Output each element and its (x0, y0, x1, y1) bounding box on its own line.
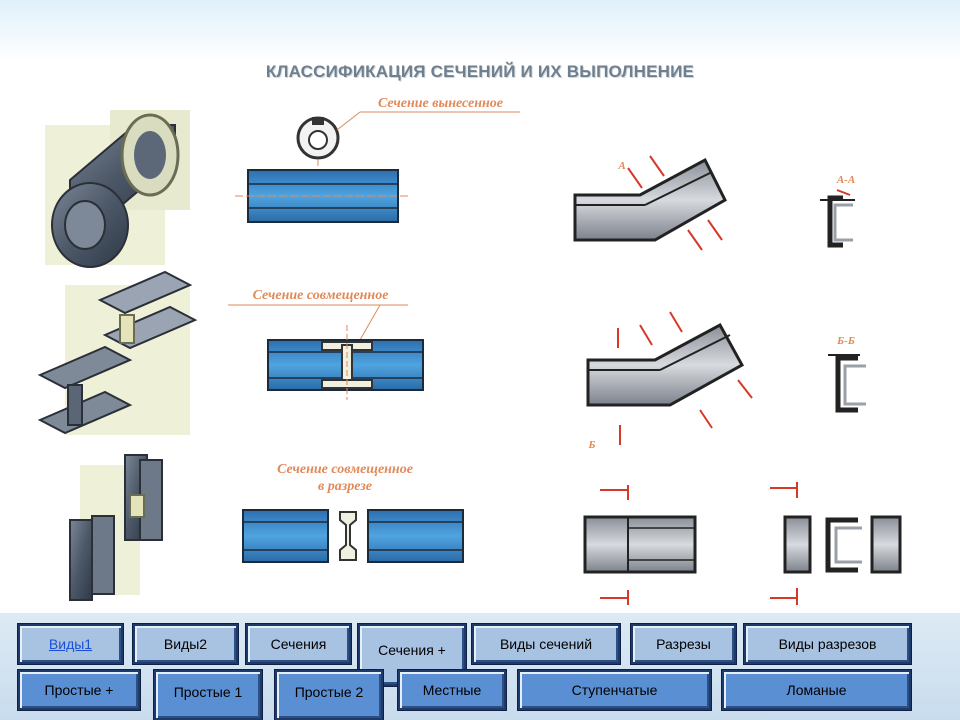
label-b: Б (588, 439, 596, 451)
bent-channel-a-figure (573, 155, 855, 251)
nav-mestnye-button[interactable]: Местные (398, 670, 506, 710)
nav-prostye-plus-button[interactable]: Простые + (18, 670, 140, 710)
top-gradient-band (0, 0, 960, 60)
label-section-bb: Б-Б (837, 335, 855, 347)
caption-combined-in-section-2: в разрезе (318, 479, 372, 494)
nav-prostye-1-button[interactable]: Простые 1 (154, 670, 262, 720)
ibeam-pieces-figure (69, 454, 163, 601)
nav-vidy1-button[interactable]: Виды1 (18, 624, 123, 664)
ibeam-3d-figure (37, 270, 198, 435)
nav-prostye-2-button[interactable]: Простые 2 (275, 670, 383, 720)
label-section-aa: А-А (836, 174, 856, 186)
nav-razrezy-button[interactable]: Разрезы (631, 624, 736, 664)
nav-vidy-razrezov-button[interactable]: Виды разрезов (744, 624, 911, 664)
shaft-3d-figure (45, 110, 190, 268)
section-figures (37, 110, 902, 605)
caption-combined-in-section-1: Сечение совмещенное (277, 462, 413, 477)
caption-combined-section: Сечение совмещенное (252, 288, 389, 303)
combined-section-figure (228, 304, 424, 400)
label-a: А (618, 160, 626, 172)
nav-secheniya-button[interactable]: Сечения (246, 624, 351, 664)
nav-stupenchatye-button[interactable]: Ступенчатые (518, 670, 711, 710)
stepped-cut-figure (583, 482, 902, 605)
nav-vidy-secheniy-button[interactable]: Виды сечений (472, 624, 620, 664)
combined-in-section-figure (242, 509, 464, 563)
removed-section-figure (235, 111, 520, 223)
caption-removed-section: Сечение вынесенное (377, 96, 504, 111)
bent-channel-b-figure (586, 311, 866, 445)
nav-vidy2-button[interactable]: Виды2 (133, 624, 238, 664)
page-title: КЛАССИФИКАЦИЯ СЕЧЕНИЙ И ИХ ВЫПОЛНЕНИЕ (265, 62, 695, 81)
nav-lomanye-button[interactable]: Ломаные (722, 670, 911, 710)
